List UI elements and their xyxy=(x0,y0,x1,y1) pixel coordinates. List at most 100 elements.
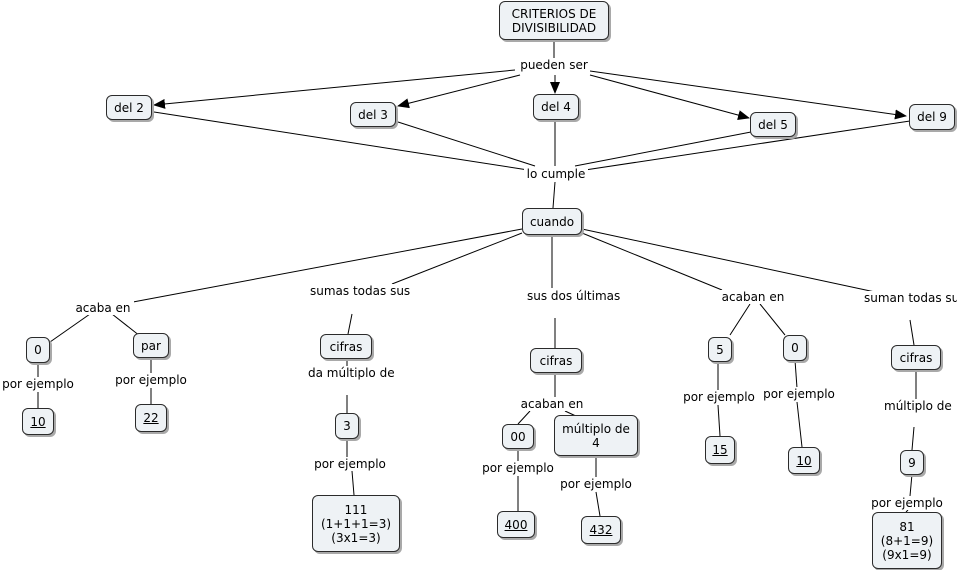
link-por-ejemplo: por ejemplo xyxy=(310,457,390,471)
connector-line xyxy=(796,401,803,448)
node-example-22[interactable]: 22 xyxy=(135,404,167,432)
connector-line xyxy=(552,181,556,209)
arrow-to-del3 xyxy=(397,74,521,109)
link-sumas-todas-sus: sumas todas sus xyxy=(310,284,410,298)
node-example-10[interactable]: 10 xyxy=(788,447,820,474)
link-line: sus xyxy=(390,284,411,298)
connector-line xyxy=(153,111,529,171)
node-cifras[interactable]: cifras xyxy=(891,345,941,370)
example-value: 15 xyxy=(712,443,728,457)
link-line: de xyxy=(379,366,395,380)
node-digit-3[interactable]: 3 xyxy=(335,413,359,439)
connector-line xyxy=(794,359,798,389)
link-por-ejemplo: por ejemplo xyxy=(479,461,557,475)
connector-line xyxy=(581,228,876,293)
link-line: últimas xyxy=(575,289,621,303)
connector-line xyxy=(517,410,531,425)
connector-line xyxy=(905,509,909,513)
example-value: 10 xyxy=(30,414,46,429)
link-line: múltiplo xyxy=(884,399,933,413)
example-line: (8+1=9) xyxy=(880,533,934,548)
link-por-ejemplo: por ejemplo xyxy=(868,496,946,510)
node-cifras[interactable]: cifras xyxy=(320,334,372,359)
link-line: sus dos xyxy=(527,289,573,303)
node-example-432[interactable]: 432 xyxy=(581,516,621,544)
arrow-to-del9 xyxy=(589,70,907,120)
connector-line xyxy=(584,120,911,171)
node-del-4[interactable]: del 4 xyxy=(533,94,579,120)
connector-line xyxy=(909,473,913,497)
connector-line xyxy=(132,228,523,303)
node-example-400[interactable]: 400 xyxy=(497,511,535,538)
link-acaba-en: acaba en xyxy=(72,301,134,315)
connector-line xyxy=(581,232,723,291)
link-acaban-en: acaban en xyxy=(518,397,586,411)
node-del-5[interactable]: del 5 xyxy=(750,112,796,137)
link-sus-dos-ultimas: sus dos últimas xyxy=(527,289,620,303)
connector-line xyxy=(911,426,915,451)
connector-line xyxy=(595,491,601,517)
example-value: 432 xyxy=(589,523,613,537)
link-pueden-ser: pueden ser xyxy=(518,58,590,72)
connector-line xyxy=(347,313,353,335)
link-line: sumas todas xyxy=(310,284,387,298)
example-value: 400 xyxy=(504,517,528,532)
connector-line xyxy=(759,303,786,336)
title-line-2: DIVISIBILIDAD xyxy=(511,20,597,35)
title-line-1: CRITERIOS DE xyxy=(511,6,597,21)
node-digit-0[interactable]: 0 xyxy=(783,335,807,361)
arrow-to-del5 xyxy=(589,74,750,120)
node-del-3[interactable]: del 3 xyxy=(350,102,396,127)
link-line: sus xyxy=(945,291,957,305)
connector-line xyxy=(351,470,355,496)
node-del-9[interactable]: del 9 xyxy=(909,104,955,130)
example-line: (9x1=9) xyxy=(882,547,932,562)
link-por-ejemplo: por ejemplo xyxy=(680,390,758,404)
arrow-to-del2 xyxy=(153,69,516,109)
link-da-multiplo-de: da múltiplo de xyxy=(308,366,395,380)
link-acaban-en: acaban en xyxy=(720,290,786,304)
node-multiplo-de-4[interactable]: múltiplo de 4 xyxy=(554,415,638,456)
title-node[interactable]: CRITERIOS DE DIVISIBILIDAD xyxy=(499,1,609,40)
connector-line xyxy=(574,131,752,167)
node-example-15[interactable]: 15 xyxy=(705,436,735,464)
connector-line xyxy=(391,232,523,285)
connector-line xyxy=(49,313,91,343)
node-par[interactable]: par xyxy=(133,333,169,358)
node-example-10[interactable]: 10 xyxy=(22,408,54,435)
example-line: 111 xyxy=(344,502,368,517)
link-por-ejemplo: por ejemplo xyxy=(760,387,838,401)
link-lo-cumple: lo cumple xyxy=(524,167,588,181)
example-line: (1+1+1=3) xyxy=(320,516,392,531)
example-value: 10 xyxy=(796,453,812,468)
link-line: da múltiplo xyxy=(308,366,376,380)
node-line: 4 xyxy=(592,435,600,450)
link-line: suman todas xyxy=(864,291,942,305)
link-line: de xyxy=(936,399,952,413)
node-example-111[interactable]: 111 (1+1+1=3) (3x1=3) xyxy=(312,495,400,552)
example-value: 22 xyxy=(143,411,159,425)
node-digit-5[interactable]: 5 xyxy=(708,337,732,362)
connector-line xyxy=(729,303,751,336)
link-por-ejemplo: por ejemplo xyxy=(557,477,635,491)
connector-line xyxy=(717,404,721,437)
connector-line xyxy=(397,121,536,167)
node-digits-00[interactable]: 00 xyxy=(502,424,534,449)
connector-line xyxy=(111,313,141,337)
link-multiplo-de: múltiplo de xyxy=(884,399,952,413)
link-por-ejemplo: por ejemplo xyxy=(0,377,76,391)
node-digit-9[interactable]: 9 xyxy=(900,450,924,475)
connector-line xyxy=(909,319,915,346)
link-por-ejemplo: por ejemplo xyxy=(113,373,189,387)
node-cuando[interactable]: cuando xyxy=(522,208,582,235)
link-suman-todas-sus: suman todas sus xyxy=(864,291,957,305)
example-line: 81 xyxy=(899,519,915,534)
node-line: múltiplo de xyxy=(562,421,630,436)
node-cifras[interactable]: cifras xyxy=(530,348,582,373)
node-example-81[interactable]: 81 (8+1=9) (9x1=9) xyxy=(872,512,942,569)
node-digit-0[interactable]: 0 xyxy=(26,337,50,363)
example-line: (3x1=3) xyxy=(331,530,381,545)
node-del-2[interactable]: del 2 xyxy=(106,95,152,120)
